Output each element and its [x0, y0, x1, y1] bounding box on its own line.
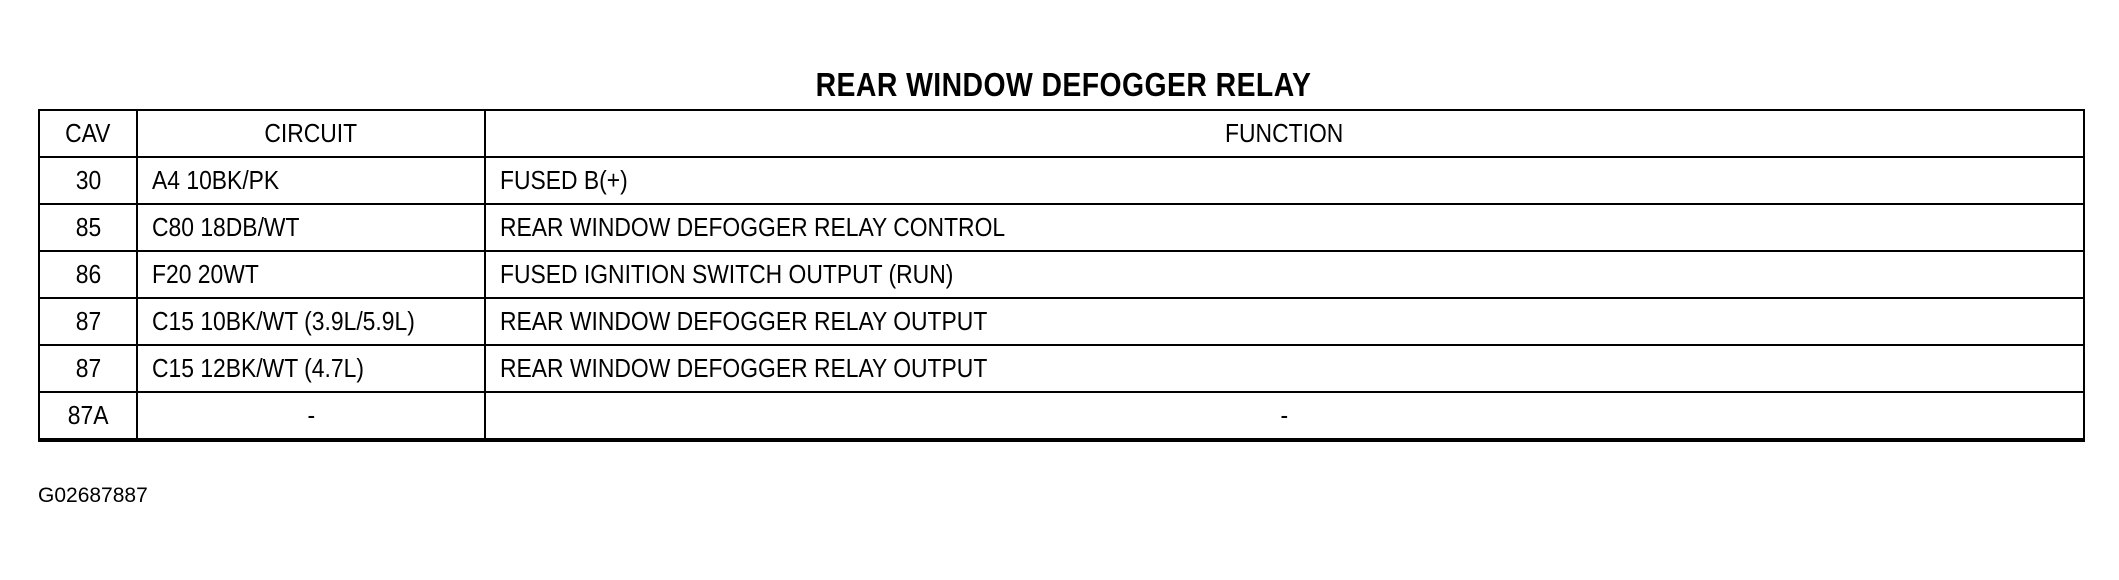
cav-cell: 85 — [38, 203, 138, 252]
circuit-cell: - — [136, 391, 486, 441]
circuit-cell: A4 10BK/PK — [136, 156, 486, 205]
table-row: 87 C15 10BK/WT (3.9L/5.9L) REAR WINDOW D… — [38, 297, 2085, 346]
cav-cell: 30 — [38, 156, 138, 205]
circuit-cell: C15 10BK/WT (3.9L/5.9L) — [136, 297, 486, 346]
header-circuit: CIRCUIT — [136, 109, 486, 158]
cav-cell: 87 — [38, 297, 138, 346]
figure-id: G02687887 — [38, 484, 148, 507]
table-row: 87 C15 12BK/WT (4.7L) REAR WINDOW DEFOGG… — [38, 344, 2085, 393]
function-cell: FUSED B(+) — [484, 156, 2085, 205]
header-function: FUNCTION — [484, 109, 2085, 158]
table-row: 85 C80 18DB/WT REAR WINDOW DEFOGGER RELA… — [38, 203, 2085, 252]
cav-cell: 87A — [38, 391, 138, 441]
function-cell: REAR WINDOW DEFOGGER RELAY OUTPUT — [484, 344, 2085, 393]
circuit-cell: C15 12BK/WT (4.7L) — [136, 344, 486, 393]
table-title: REAR WINDOW DEFOGGER RELAY — [815, 66, 1312, 103]
header-cav: CAV — [38, 109, 138, 158]
table-row: 30 A4 10BK/PK FUSED B(+) — [38, 156, 2085, 205]
function-cell: REAR WINDOW DEFOGGER RELAY CONTROL — [484, 203, 2085, 252]
table-row: 87A - - — [38, 391, 2085, 441]
function-cell: - — [484, 391, 2085, 441]
function-cell: REAR WINDOW DEFOGGER RELAY OUTPUT — [484, 297, 2085, 346]
function-cell: FUSED IGNITION SWITCH OUTPUT (RUN) — [484, 250, 2085, 299]
table-row: 86 F20 20WT FUSED IGNITION SWITCH OUTPUT… — [38, 250, 2085, 299]
connector-pinout-table: CAV CIRCUIT FUNCTION 30 A4 10BK/PK FUSED… — [38, 109, 2085, 442]
table-header-row: CAV CIRCUIT FUNCTION — [38, 109, 2085, 158]
cav-cell: 86 — [38, 250, 138, 299]
cav-cell: 87 — [38, 344, 138, 393]
circuit-cell: C80 18DB/WT — [136, 203, 486, 252]
circuit-cell: F20 20WT — [136, 250, 486, 299]
